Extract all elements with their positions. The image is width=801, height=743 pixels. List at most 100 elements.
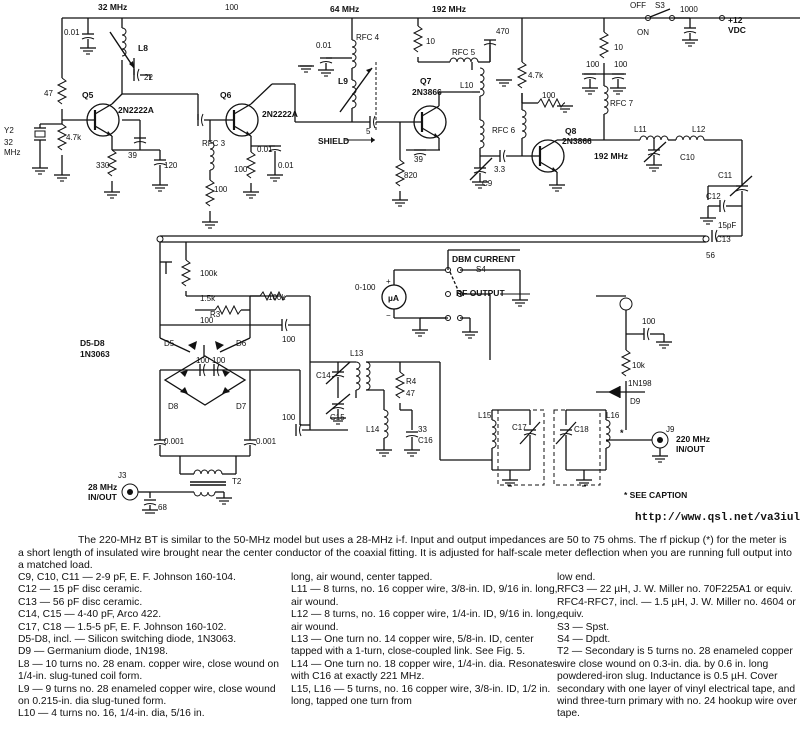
c100a-label: 100 xyxy=(586,60,600,69)
r100d-label: 100 xyxy=(542,91,556,100)
r15k-label: 1.5k xyxy=(200,294,216,303)
r100k-label: 100k xyxy=(200,269,218,278)
c33-label: 3.3 xyxy=(494,165,506,174)
part-item: RFC4-RFC7, incl. — 1.5 µH, J. W. Miller … xyxy=(557,596,796,621)
c56-label: 56 xyxy=(706,251,715,260)
r100b-label: 100 xyxy=(214,185,228,194)
l13-label: L13 xyxy=(350,349,364,358)
meter-circuit xyxy=(186,249,530,360)
c11-label: C11 xyxy=(718,171,733,180)
c14-label: C14 xyxy=(316,371,331,380)
part-item: L13 — One turn no. 14 copper wire, 5/8-i… xyxy=(291,634,534,658)
l11-label: L11 xyxy=(634,125,647,134)
j3a-label: 28 MHz xyxy=(88,482,117,492)
t2-transformer xyxy=(121,456,237,515)
c10-label: C10 xyxy=(680,153,695,162)
q5t-label: 2N2222A xyxy=(118,105,154,115)
doubler-q6 xyxy=(197,83,295,229)
l12-label: L12 xyxy=(692,125,706,134)
l10-label: L10 xyxy=(460,81,474,90)
power-switch xyxy=(645,8,725,47)
vdc1-label: +12 xyxy=(728,15,743,25)
freq-192-label: 192 MHz xyxy=(432,4,466,14)
l16-label: L16 xyxy=(606,411,620,420)
schematic: 32 MHz 64 MHz 192 MHz 100 OFF ON S3 1000… xyxy=(4,1,800,515)
l14-label: L14 xyxy=(366,425,380,434)
s4-label: S4 xyxy=(476,265,486,274)
r820-label: 820 xyxy=(404,171,418,180)
c18-label: C18 xyxy=(574,425,589,434)
figure-caption: The 220-MHz BT is similar to the 50-MHz … xyxy=(18,534,793,572)
j9-label: J9 xyxy=(666,425,675,434)
c15-label: C15 xyxy=(330,413,345,422)
c9-label: C9 xyxy=(482,179,493,188)
part-item: C13 — 56 pF disc ceramic. xyxy=(18,596,143,608)
c16-label: C16 xyxy=(418,436,433,445)
r4-label: R4 xyxy=(406,377,417,386)
part-item: C9, C10, C11 — 2-9 pF, E. F. Johnson 160… xyxy=(18,572,236,583)
part-item: C14, C15 — 4-40 pF, Arco 422. xyxy=(18,609,162,621)
l8-label: L8 xyxy=(138,43,148,53)
ua-label: µA xyxy=(388,293,399,303)
c39b-label: 39 xyxy=(414,155,423,164)
part-item: L8 — 10 turns no. 28 enam. copper wire, … xyxy=(18,658,280,683)
part-item: L15, L16 — 5 turns, no. 16 copper wire, … xyxy=(291,683,551,708)
r100kb-label: 100k xyxy=(268,293,286,302)
meter-range-label: 0-100 xyxy=(355,283,376,292)
q6-label: Q6 xyxy=(220,90,232,100)
part-item: S3 — Spst. xyxy=(557,621,610,633)
l9-tank xyxy=(294,18,400,143)
q5-label: Q5 xyxy=(82,90,94,100)
c12-label: C12 xyxy=(706,192,721,201)
y2a-label: Y2 xyxy=(4,126,14,135)
q7-label: Q7 xyxy=(420,76,432,86)
j9a-label: 220 MHz xyxy=(676,434,710,444)
d9-label: D9 xyxy=(630,397,641,406)
l15-label: L15 xyxy=(478,411,492,420)
c001d-label: 0.01 xyxy=(316,41,332,50)
j3b-label: IN/OUT xyxy=(88,492,118,502)
part-item: S4 — Dpdt. xyxy=(557,634,611,646)
d8-label: D8 xyxy=(168,402,179,411)
c001b-label: 0.01 xyxy=(257,145,273,154)
c0001a-label: 0.001 xyxy=(164,437,185,446)
freq-64-label: 64 MHz xyxy=(330,4,359,14)
r47k-label: 4.7k xyxy=(66,133,82,142)
plus-label: + xyxy=(386,277,391,286)
parts-list-col3: low end. RFC3 — 22 µH, J. W. Miller no. … xyxy=(557,572,799,721)
j9b-label: IN/OUT xyxy=(676,444,706,454)
c39a-label: 39 xyxy=(128,151,137,160)
r10b-label: 10 xyxy=(614,43,623,52)
l9-label: L9 xyxy=(338,76,348,86)
dbm-label: DBM CURRENT xyxy=(452,254,516,264)
freq-32-label: 32 MHz xyxy=(98,2,127,12)
c100h-label: 100 xyxy=(282,413,296,422)
c13-label: C13 xyxy=(716,235,731,244)
q6t-label: 2N2222A xyxy=(262,109,298,119)
c5-label: 5 xyxy=(366,127,371,136)
c22-label: 22 xyxy=(144,73,153,82)
part-item: C17, C18 — 1.5-5 pF, E. F. Johnson 160-1… xyxy=(18,621,227,633)
shield-label: SHIELD xyxy=(318,136,349,146)
y2b-label: 32 xyxy=(4,138,13,147)
c68-label: 68 xyxy=(158,503,167,512)
freq-192b-label: 192 MHz xyxy=(594,151,628,161)
star-label: * xyxy=(620,428,624,438)
vdc2-label: VDC xyxy=(728,25,746,35)
s3-label: S3 xyxy=(655,1,665,10)
off-label: OFF xyxy=(630,1,646,10)
rfc5-label: RFC 5 xyxy=(452,48,476,57)
r330-label: 330 xyxy=(96,161,110,170)
c100f-label: 100 xyxy=(212,356,226,365)
r47kb-label: 4.7k xyxy=(528,71,544,80)
minus-label: − xyxy=(386,311,391,320)
r47b-label: 47 xyxy=(406,389,415,398)
return-bus xyxy=(156,235,710,326)
d6-label: D6 xyxy=(236,339,247,348)
n1n3063-label: 1N3063 xyxy=(80,349,110,359)
part-item: L14 — One turn no. 18 copper wire, 1/4-i… xyxy=(291,658,558,683)
part-item: long, air wound, center tapped. xyxy=(291,572,433,583)
c0001b-label: 0.001 xyxy=(256,437,277,446)
n1n198-label: 1N198 xyxy=(628,379,652,388)
q8t-label: 2N3866 xyxy=(562,136,592,146)
